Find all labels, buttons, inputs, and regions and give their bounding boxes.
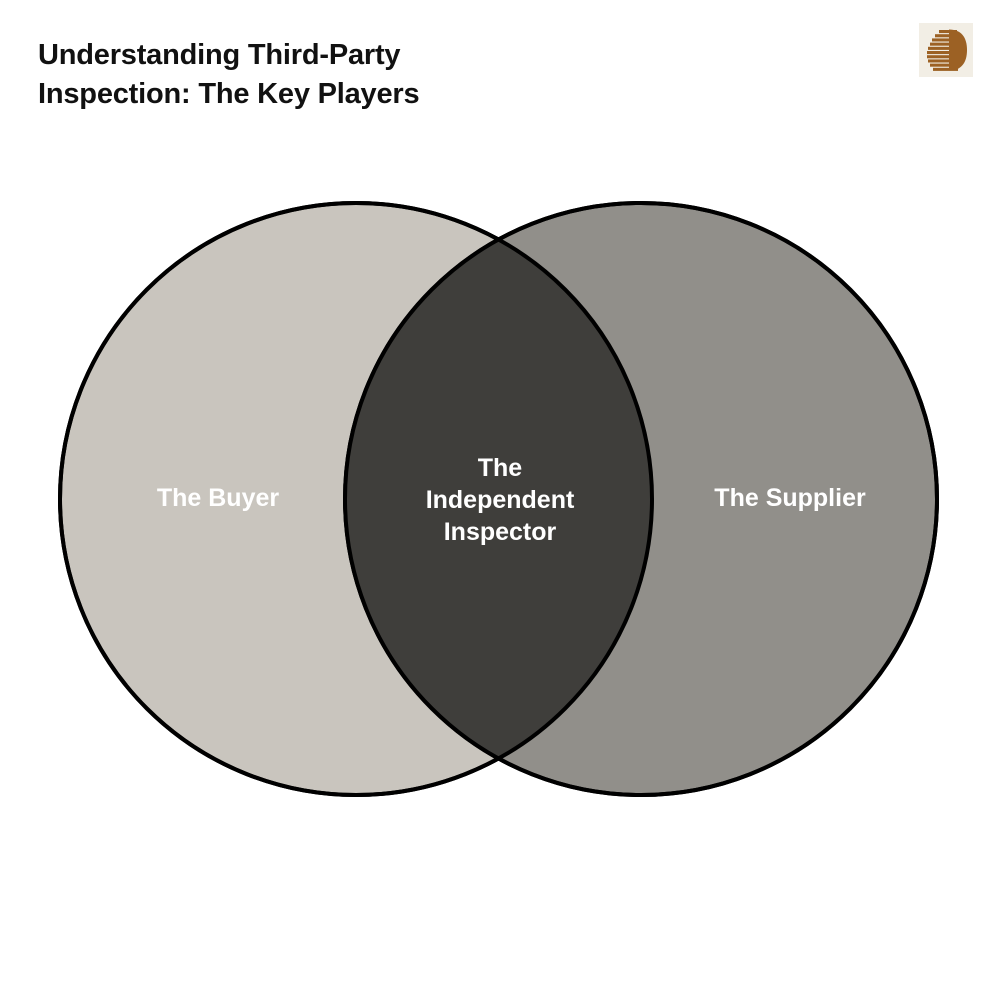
venn-circle-buyer-outline [58,201,654,797]
page-title: Understanding Third-Party Inspection: Th… [38,39,420,110]
venn-circle-supplier-outline [343,201,939,797]
brand-logo-icon [919,23,973,77]
page-header: Understanding Third-Party Inspection: Th… [0,0,1000,130]
brand-logo [919,23,973,77]
venn-intersection-inspector [345,203,652,795]
